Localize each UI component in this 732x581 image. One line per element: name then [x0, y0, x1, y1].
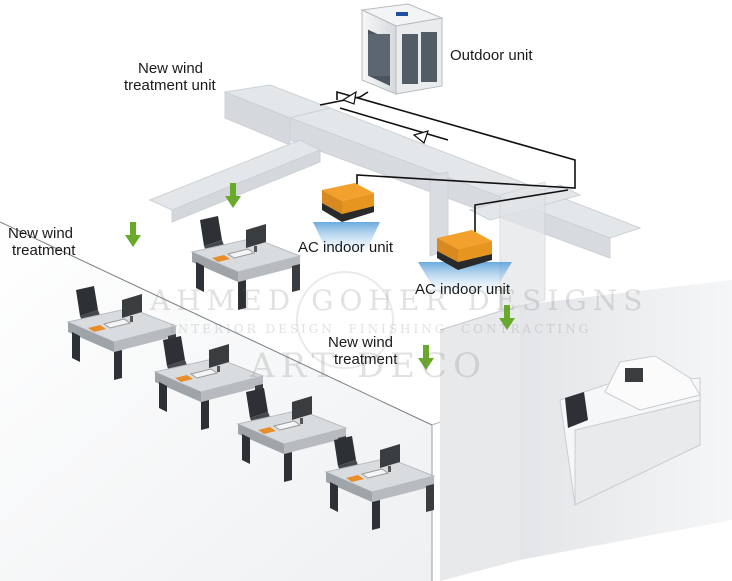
right-zone-label-line1: New wind — [328, 334, 394, 351]
arrow-down-icon — [499, 305, 515, 330]
left-zone-label-line1: New wind — [8, 225, 74, 242]
air-duct-network — [148, 84, 642, 313]
ac-indoor-unit-label-1: AC indoor unit — [298, 239, 394, 256]
ceiling-cassette-icon — [418, 230, 512, 292]
watermark — [296, 271, 394, 369]
airflow-arrows — [125, 183, 515, 370]
ac-indoor-unit-label-2: AC indoor unit — [415, 281, 511, 298]
ceiling-cassette-icon — [313, 183, 380, 252]
watermark-line3: ART DECO — [250, 346, 488, 386]
watermark-line2: INTERIOR DESIGN FINISHING CONTRACTING — [170, 322, 592, 336]
office-workstation-icon — [153, 336, 265, 430]
right-zone-label-line2: treatment — [334, 351, 398, 368]
reception-desk-icon — [559, 355, 701, 506]
left-zone-label-line2: treatment — [12, 242, 76, 259]
workstations — [66, 216, 436, 530]
arrow-down-icon — [125, 222, 141, 247]
office-workstation-icon — [190, 216, 302, 310]
fresh-air-unit-label-line1: New wind — [138, 60, 204, 77]
office-workstation-icon — [324, 436, 436, 530]
watermark-line1: AHMED GOHER DESIGNS — [150, 284, 649, 317]
vrf-outdoor-unit-icon — [360, 3, 444, 95]
refrigerant-pipe — [319, 90, 576, 232]
fresh-air-unit-label-line2: treatment unit — [124, 77, 216, 94]
flow-direction-arrows — [341, 90, 429, 145]
arrow-down-icon — [418, 345, 434, 370]
arrow-down-icon — [225, 183, 241, 208]
outdoor-unit-label: Outdoor unit — [450, 47, 533, 64]
